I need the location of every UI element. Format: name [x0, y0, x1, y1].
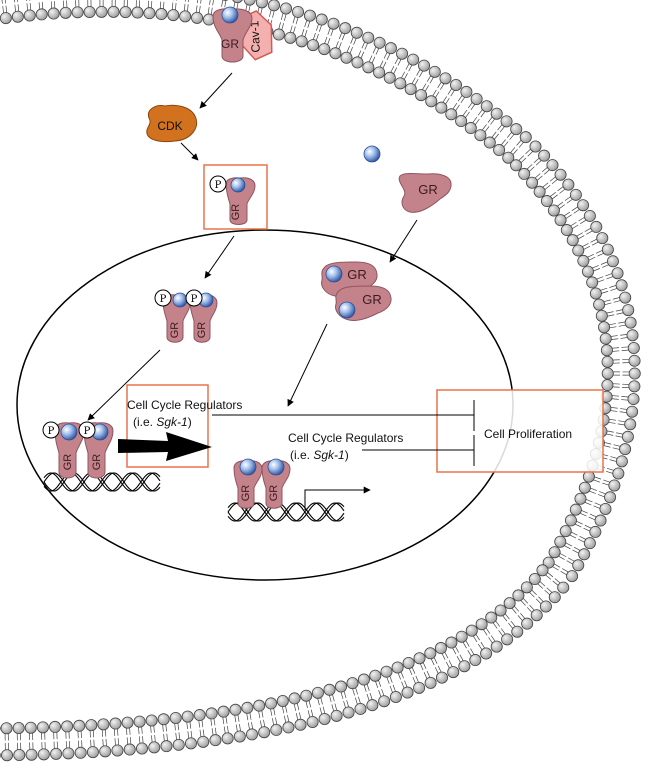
ligand-gr-dimer-1	[325, 265, 343, 283]
phospho-gr-highlight-box	[203, 164, 268, 230]
phosphate-label: P	[84, 426, 91, 437]
phospho-gr-monomer: GR P	[209, 175, 256, 225]
dna-gr-label-1: GR	[62, 454, 74, 471]
transcription-start-arrow	[304, 486, 371, 510]
cdk-label: CDK	[157, 119, 182, 133]
phospho-gr-dimer-on-dna: GR GR P P	[42, 421, 114, 479]
cell-proliferation-label: Cell Proliferation	[484, 427, 572, 441]
membrane-gr-complex: Cav-1 GR	[212, 6, 273, 63]
gr-membrane-label: GR	[221, 37, 239, 51]
ligand-dna-left-1	[60, 423, 78, 441]
gr-cytoplasmic-label: GR	[418, 182, 438, 197]
dimer-gr-label-1: GR	[169, 322, 181, 339]
gr-dimer-on-dna-right: GR GR	[233, 458, 291, 509]
ligand-dimer-1	[172, 292, 188, 308]
dna-right-gr-label-1: GR	[240, 485, 252, 502]
cdk-shape	[146, 104, 198, 143]
phosphate-icon	[154, 289, 172, 307]
phosphate-icon	[78, 421, 96, 439]
phosphate-label: P	[160, 294, 167, 305]
dna-gr-label-2: GR	[91, 454, 103, 471]
ligand-free	[363, 145, 381, 163]
gr-dimer-nuclear: GR GR	[321, 261, 392, 321]
gr-dimer-label-2: GR	[362, 292, 382, 307]
gr-dimer-label-1: GR	[347, 267, 367, 282]
phosphate-label: P	[191, 294, 198, 305]
thick-transcription-arrow	[118, 432, 212, 461]
cav1-label: Cav-1	[247, 20, 263, 53]
cell-membrane-lipid-bilayer	[0, 0, 641, 762]
gr-cytoplasmic: GR	[398, 173, 452, 213]
ligand-dna-right-2	[267, 458, 285, 476]
dimer-gr-label-2: GR	[196, 322, 208, 339]
pathway-arrows	[87, 72, 418, 421]
ligand-gr-dimer-2	[338, 301, 356, 319]
inhibition-connectors	[212, 400, 475, 466]
ligand-phospho-gr	[230, 177, 246, 193]
phosphate-icon	[209, 175, 227, 193]
cdk-kinase: CDK	[146, 104, 198, 143]
phosphate-icon	[42, 421, 60, 439]
ccr-gene-label-1: (i.e. Sgk-1)	[133, 415, 192, 429]
ccr-label-1: Cell Cycle Regulators	[127, 398, 242, 412]
dna-helix-left	[43, 472, 161, 492]
ccr-gene-label-2: (i.e. Sgk-1)	[290, 448, 349, 462]
phosphate-icon	[185, 289, 203, 307]
phospho-gr-dimer: GR GR P P	[154, 289, 218, 343]
phospho-gr-monomer-label: GR	[230, 204, 242, 221]
phosphate-label: P	[215, 180, 222, 191]
dna-right-gr-label-2: GR	[268, 485, 280, 502]
phosphate-label: P	[48, 426, 55, 437]
ligand-membrane	[221, 6, 239, 24]
cell-proliferation-box	[436, 389, 604, 473]
ccr-highlight-box	[126, 384, 209, 468]
ligand-dna-right-1	[239, 458, 257, 476]
ccr-label-2: Cell Cycle Regulators	[288, 431, 403, 445]
